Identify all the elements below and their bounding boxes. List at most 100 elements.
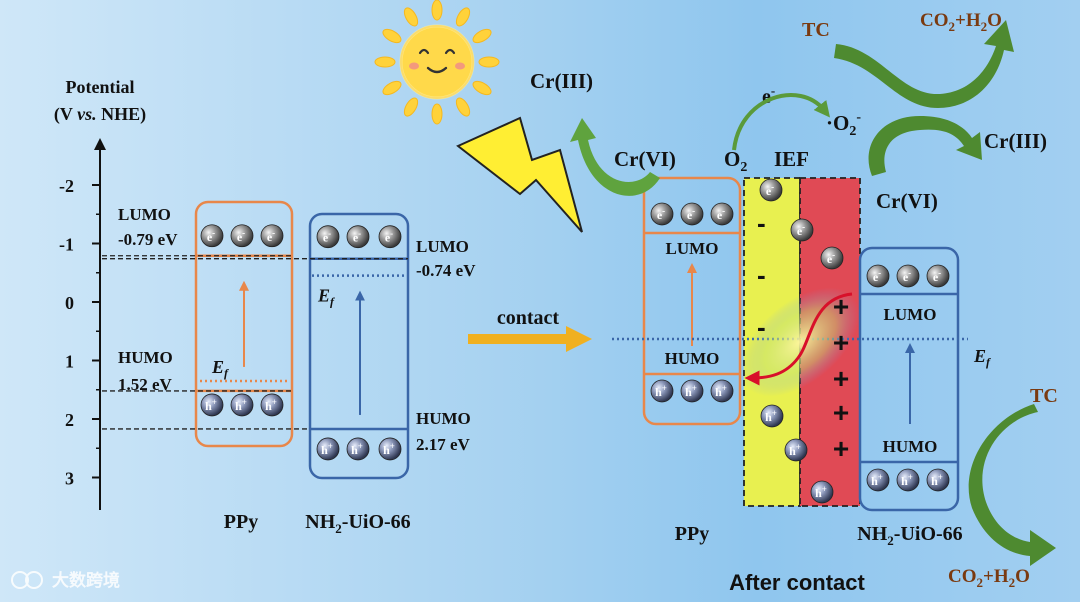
- svg-text:h+: h+: [901, 472, 913, 488]
- ppy-name-after: PPy: [675, 523, 709, 545]
- ppy-humo-label-after: HUMO: [665, 349, 720, 368]
- hole-icon: h+: [710, 379, 734, 403]
- ppy-box-after: [642, 176, 742, 426]
- svg-text:h+: h+: [655, 383, 667, 399]
- svg-text:e-: e-: [766, 182, 774, 198]
- mof-name-before: NH2-UiO-66: [305, 511, 410, 536]
- ppy-humo-label: HUMO: [118, 348, 173, 367]
- tc-bottom-label: TC: [1030, 385, 1058, 407]
- electron-icon: e-: [230, 224, 254, 248]
- electron-icon: e-: [378, 225, 402, 249]
- electron-icon: e-: [790, 218, 814, 242]
- sun-ray: [403, 97, 419, 117]
- ppy-name-before: PPy: [224, 511, 258, 533]
- after-contact-title: After contact: [729, 570, 865, 595]
- minus-sign: -: [757, 208, 766, 238]
- ppy-lumo-value: -0.79 eV: [118, 230, 178, 249]
- axis-tick-label: 1: [65, 352, 74, 372]
- svg-text:h+: h+: [765, 408, 777, 424]
- hole-icon: h+: [680, 379, 704, 403]
- sun-ray: [403, 7, 419, 27]
- plus-sign: +: [833, 397, 849, 428]
- hole-icon: h+: [866, 468, 890, 492]
- watermark: 大数跨境: [11, 570, 120, 591]
- mof-ef-label: Ef: [317, 286, 335, 309]
- hole-icon: h+: [784, 438, 808, 462]
- electron-icon: e-: [926, 264, 950, 288]
- transfer-glow: [740, 287, 860, 397]
- contact-arrow: contact: [468, 307, 592, 352]
- charge-transfer-arrow: [744, 292, 853, 386]
- hole-icon: h+: [896, 468, 920, 492]
- axis-tick-label: 2: [65, 410, 74, 430]
- ppy-humo-value: 1.52 eV: [118, 375, 173, 394]
- mof-humo-label: HUMO: [416, 409, 471, 428]
- cr6-left-label: Cr(VI): [614, 147, 676, 171]
- axis-tick-label: 0: [65, 293, 74, 313]
- axis-title-line1: Potential: [66, 77, 135, 97]
- sun-ray: [382, 80, 402, 96]
- axis-tick-label: -2: [59, 176, 74, 196]
- hole-icon: h+: [230, 393, 254, 417]
- mof-lumo-label-after: LUMO: [884, 305, 937, 324]
- svg-text:h+: h+: [789, 442, 801, 458]
- electron-icon: e-: [866, 264, 890, 288]
- ppy-box: [194, 200, 294, 448]
- lightning-icon: [456, 116, 583, 233]
- mof-lumo-value: -0.74 eV: [416, 261, 476, 280]
- cr6-right-label: Cr(VI): [876, 189, 938, 213]
- svg-text:h+: h+: [931, 472, 943, 488]
- ppy-lumo-label: LUMO: [118, 205, 171, 224]
- electron-icon: e-: [346, 225, 370, 249]
- co2-bottom-label: CO2+H2O: [948, 566, 1030, 590]
- electron-icon: e-: [896, 264, 920, 288]
- particles-before: e-e-e-h+h+h+e-e-e-h+h+h+: [200, 224, 402, 461]
- plus-sign: +: [833, 291, 849, 322]
- hole-icon: h+: [650, 379, 674, 403]
- plus-sign: +: [833, 327, 849, 358]
- co2-top-label: CO2+H2O: [920, 10, 1002, 34]
- sun-ray: [382, 28, 402, 44]
- green-arrow-o2: [732, 93, 831, 151]
- sun-ray: [472, 28, 492, 44]
- axis-title-line2: (V vs. NHE): [54, 104, 146, 125]
- electron-icon: e-: [650, 202, 674, 226]
- axis-arrowhead: [94, 138, 106, 150]
- sun-ray: [478, 56, 500, 68]
- svg-text:e-: e-: [323, 229, 331, 245]
- svg-text:h+: h+: [715, 383, 727, 399]
- minus-sign: -: [757, 312, 766, 342]
- green-arrow-tc-top: [834, 20, 1014, 108]
- green-arrow-cr-right: [868, 116, 982, 176]
- svg-text:e-: e-: [237, 228, 245, 244]
- hole-icon: h+: [810, 480, 834, 504]
- svg-text:h+: h+: [235, 397, 247, 413]
- electron-icon: e-: [316, 225, 340, 249]
- svg-text:h+: h+: [871, 472, 883, 488]
- tc-top-label: TC: [802, 19, 830, 41]
- hole-icon: h+: [378, 437, 402, 461]
- sun-ray: [431, 0, 443, 21]
- sun-ray: [431, 103, 443, 125]
- o2-label: O2: [724, 147, 747, 175]
- level-reference-lines: [102, 255, 408, 430]
- mof-band-before: Ef LUMO -0.74 eV HUMO 2.17 eV NH2-UiO-66: [305, 212, 476, 536]
- electron-icon: e-: [820, 246, 844, 270]
- ief-label: IEF: [774, 147, 809, 171]
- electron-icon: e-: [710, 202, 734, 226]
- axis-tick-label: -1: [59, 235, 74, 255]
- mof-box: [308, 212, 410, 480]
- svg-text:e-: e-: [687, 206, 695, 222]
- svg-text:e-: e-: [657, 206, 665, 222]
- plus-sign: +: [833, 363, 849, 394]
- svg-text:e-: e-: [933, 268, 941, 284]
- electron-icon: e-: [260, 224, 284, 248]
- particles-after: e-e-e-h+ h+ h+ e-e-e-h+ h+ h+ e-e-e-h+ h+ h+: [650, 178, 950, 504]
- reaction-arrows: [570, 20, 1056, 566]
- svg-text:e-: e-: [903, 268, 911, 284]
- ppy-ef-label: Ef: [211, 357, 229, 380]
